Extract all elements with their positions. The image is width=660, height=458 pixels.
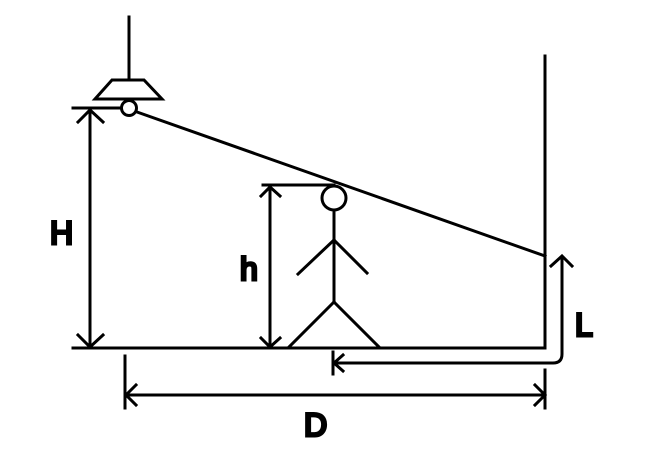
lamp-height-label: H: [50, 215, 73, 251]
lamp-bulb: [120, 99, 138, 117]
distance-label: D: [304, 407, 327, 443]
lamp: [91, 15, 166, 117]
person-head: [320, 184, 348, 212]
lamp-height-arrow: [75, 107, 106, 350]
shadow-length-arrow: [331, 253, 575, 376]
shadow-length-label: L: [575, 307, 593, 343]
distance-arrow: [123, 354, 548, 410]
person-height-arrow: [258, 184, 283, 350]
light-ray: [135, 110, 547, 258]
person: [286, 184, 382, 350]
person-height-label: h: [240, 251, 258, 287]
lamp-shade: [91, 78, 166, 101]
